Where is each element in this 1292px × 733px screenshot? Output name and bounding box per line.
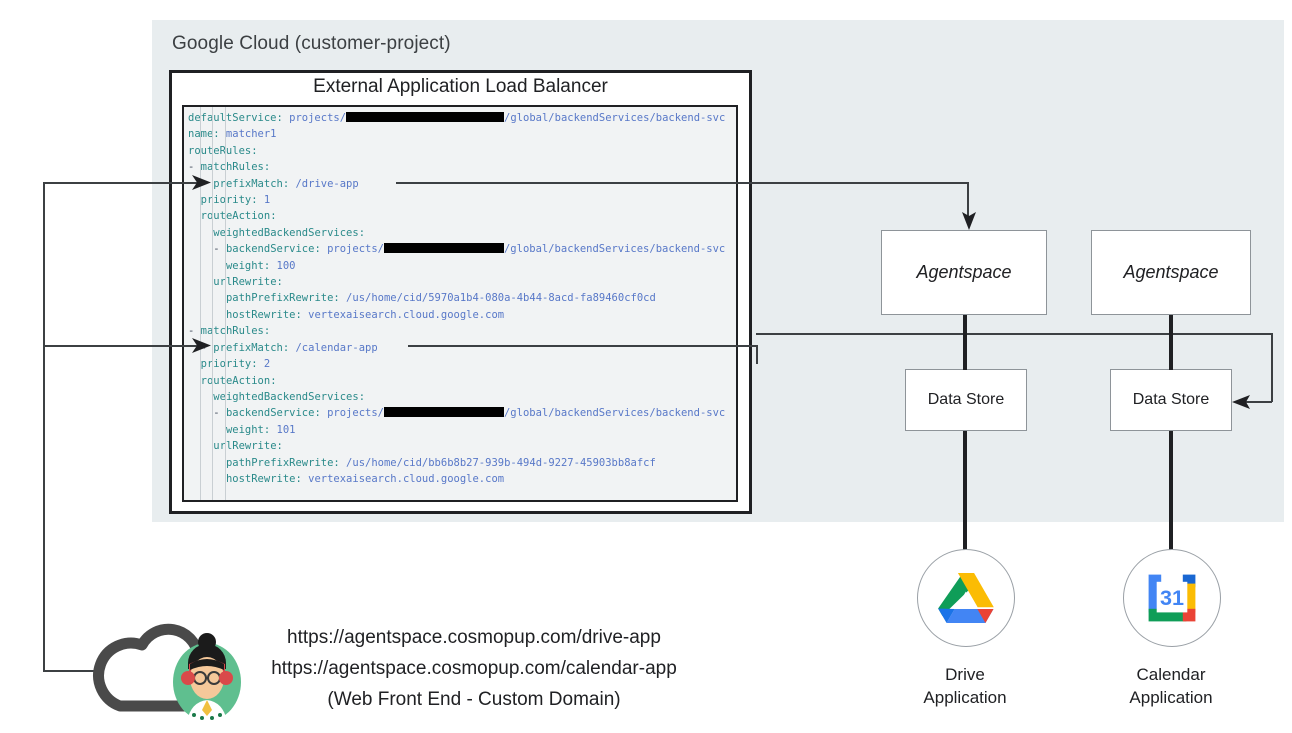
calendar-caption-line2: Application [1129,688,1213,707]
code-line: priority: 2 [200,358,271,371]
connector-frontend-left-rail [43,182,45,672]
user-avatar [173,633,241,721]
connector-calendar-route-vertical-1 [756,345,758,364]
code-line: priority: 1 [200,194,271,207]
code-line: urlRewrite: [213,440,283,453]
code-line: - matchRules: [188,325,271,338]
code-line: hostRewrite: vertexaisearch.cloud.google… [225,308,505,321]
google-drive-icon [938,573,994,623]
drive-application-circle[interactable] [917,549,1015,647]
code-line: pathPrefixRewrite: /us/home/cid/bb6b8b27… [225,456,656,469]
frontend-url-drive[interactable]: https://agentspace.cosmopup.com/drive-ap… [287,627,661,648]
code-line: weightedBackendServices: [213,226,366,239]
google-calendar-icon: 31 [1148,574,1196,622]
frontend-note: (Web Front End - Custom Domain) [327,689,621,710]
datastore-calendar-box[interactable]: Data Store [1110,369,1232,431]
link-agentspace-calendar-to-datastore [1169,315,1173,370]
code-indent-guide [212,107,214,500]
code-line: routeRules: [188,144,258,157]
arrow-into-datastore-calendar [1232,395,1250,409]
calendar-application-circle[interactable]: 31 [1123,549,1221,647]
connector-frontend-stub [43,670,95,672]
frontend-url-block: https://agentspace.cosmopup.com/drive-ap… [264,622,684,715]
drive-caption-line2: Application [923,688,1007,707]
google-cloud-panel-title: Google Cloud (customer-project) [172,33,451,54]
connector-drive-route-vertical [967,182,969,220]
connector-drive-route-horizontal [396,182,968,184]
code-line: weight: 100 [225,259,296,272]
arrow-into-drive-prefix-match [192,175,211,190]
code-line: - matchRules: [188,161,271,174]
code-line: routeAction: [200,210,277,223]
code-line: routeAction: [200,374,277,387]
arrow-into-calendar-prefix-match [192,338,211,353]
arrow-into-agentspace-drive [962,212,976,230]
connector-calendar-route-horizontal-1 [408,345,758,347]
code-indent-guide [224,107,226,500]
code-line: name: matcher1 [188,128,277,141]
code-line: urlRewrite: [213,276,283,289]
cloud-user-icon [78,620,268,721]
link-datastore-calendar-to-app [1169,431,1173,550]
connector-calendar-route-horizontal-2 [756,333,1272,335]
code-line: weightedBackendServices: [213,390,366,403]
code-line: hostRewrite: vertexaisearch.cloud.google… [225,472,505,485]
connector-frontend-to-calendar-rule [43,345,201,347]
datastore-drive-box[interactable]: Data Store [905,369,1027,431]
code-line: - prefixMatch: /calendar-app [201,341,378,354]
connector-calendar-route-horizontal-3 [1245,401,1272,403]
connector-frontend-to-drive-rule [43,182,201,184]
calendar-caption-line1: Calendar [1136,665,1206,684]
code-line: defaultService: projects//global/backend… [188,112,726,124]
code-line: - backendService: projects//global/backe… [188,407,726,420]
link-datastore-drive-to-app [963,431,967,550]
code-line: - backendService: projects//global/backe… [188,243,726,256]
url-map-yaml-code-block: defaultService: projects//global/backend… [182,105,738,502]
code-line: weight: 101 [225,423,296,436]
code-indent-guide [199,107,201,500]
calendar-day-badge: 31 [1160,585,1184,610]
code-line: - prefixMatch: /drive-app [201,177,359,190]
drive-caption-line1: Drive [945,665,985,684]
calendar-application-caption: Calendar Application [1086,663,1256,709]
code-line: pathPrefixRewrite: /us/home/cid/5970a1b4… [225,292,656,305]
load-balancer-title: External Application Load Balancer [313,76,608,97]
connector-calendar-route-vertical-2 [1271,333,1273,402]
drive-application-caption: Drive Application [880,663,1050,709]
link-agentspace-drive-to-datastore [963,315,967,370]
agentspace-calendar-box[interactable]: Agentspace [1091,230,1251,315]
frontend-url-calendar[interactable]: https://agentspace.cosmopup.com/calendar… [271,658,677,679]
agentspace-drive-box[interactable]: Agentspace [881,230,1047,315]
